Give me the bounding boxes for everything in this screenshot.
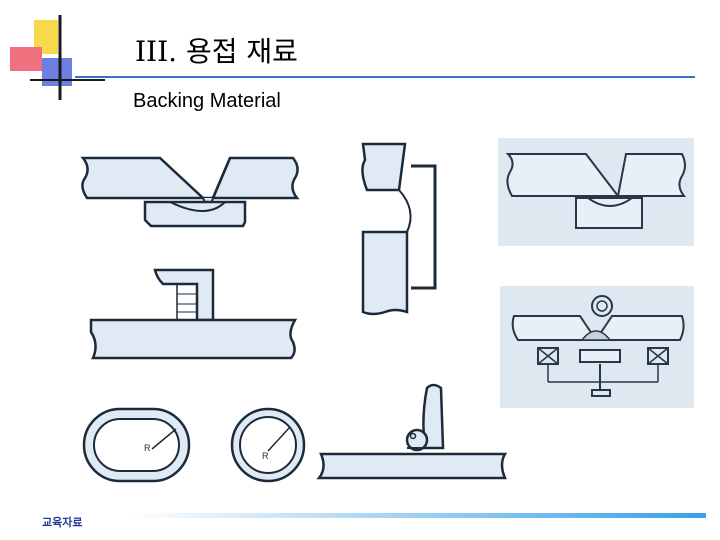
lower-plate xyxy=(361,230,409,316)
slide-subtitle: Backing Material xyxy=(133,90,281,112)
weld-root-fill xyxy=(169,201,226,212)
weld-bead xyxy=(398,189,412,233)
v-groove-backing-bar-diagram xyxy=(80,156,300,228)
backing-bar xyxy=(143,200,247,228)
horizontal-plate xyxy=(316,452,508,480)
right-plate-bevel xyxy=(211,157,232,199)
circle-radius-label: R xyxy=(262,451,269,461)
oval-backing-ring-diagram: R xyxy=(82,407,191,483)
left-plate xyxy=(80,156,207,200)
upright-plate xyxy=(422,383,445,450)
logo-red-square xyxy=(10,47,42,71)
vertical-joint-backing-diagram xyxy=(361,142,437,316)
backing-photo-panel-1 xyxy=(498,138,694,246)
right-plate xyxy=(203,156,300,200)
title-underline xyxy=(75,76,695,78)
fillet-weld-backing-diagram xyxy=(316,383,508,480)
upper-plate xyxy=(361,142,407,192)
backing-strip xyxy=(411,164,437,290)
weld-bead-wire xyxy=(405,428,429,452)
backing-photo-panel-2 xyxy=(500,286,694,408)
logo-blue-square xyxy=(42,58,72,86)
weld-hatch xyxy=(176,283,198,321)
footer-gradient-bar xyxy=(128,513,706,518)
flange-on-plate-diagram xyxy=(89,268,298,360)
footer-label: 교육자료 xyxy=(42,516,83,529)
slide-title: III. 용접 재료 xyxy=(135,35,298,68)
circular-backing-ring-diagram: R xyxy=(230,407,306,483)
base-plate xyxy=(89,318,298,360)
oval-radius-label: R xyxy=(144,443,151,453)
slide-logo xyxy=(10,15,105,100)
